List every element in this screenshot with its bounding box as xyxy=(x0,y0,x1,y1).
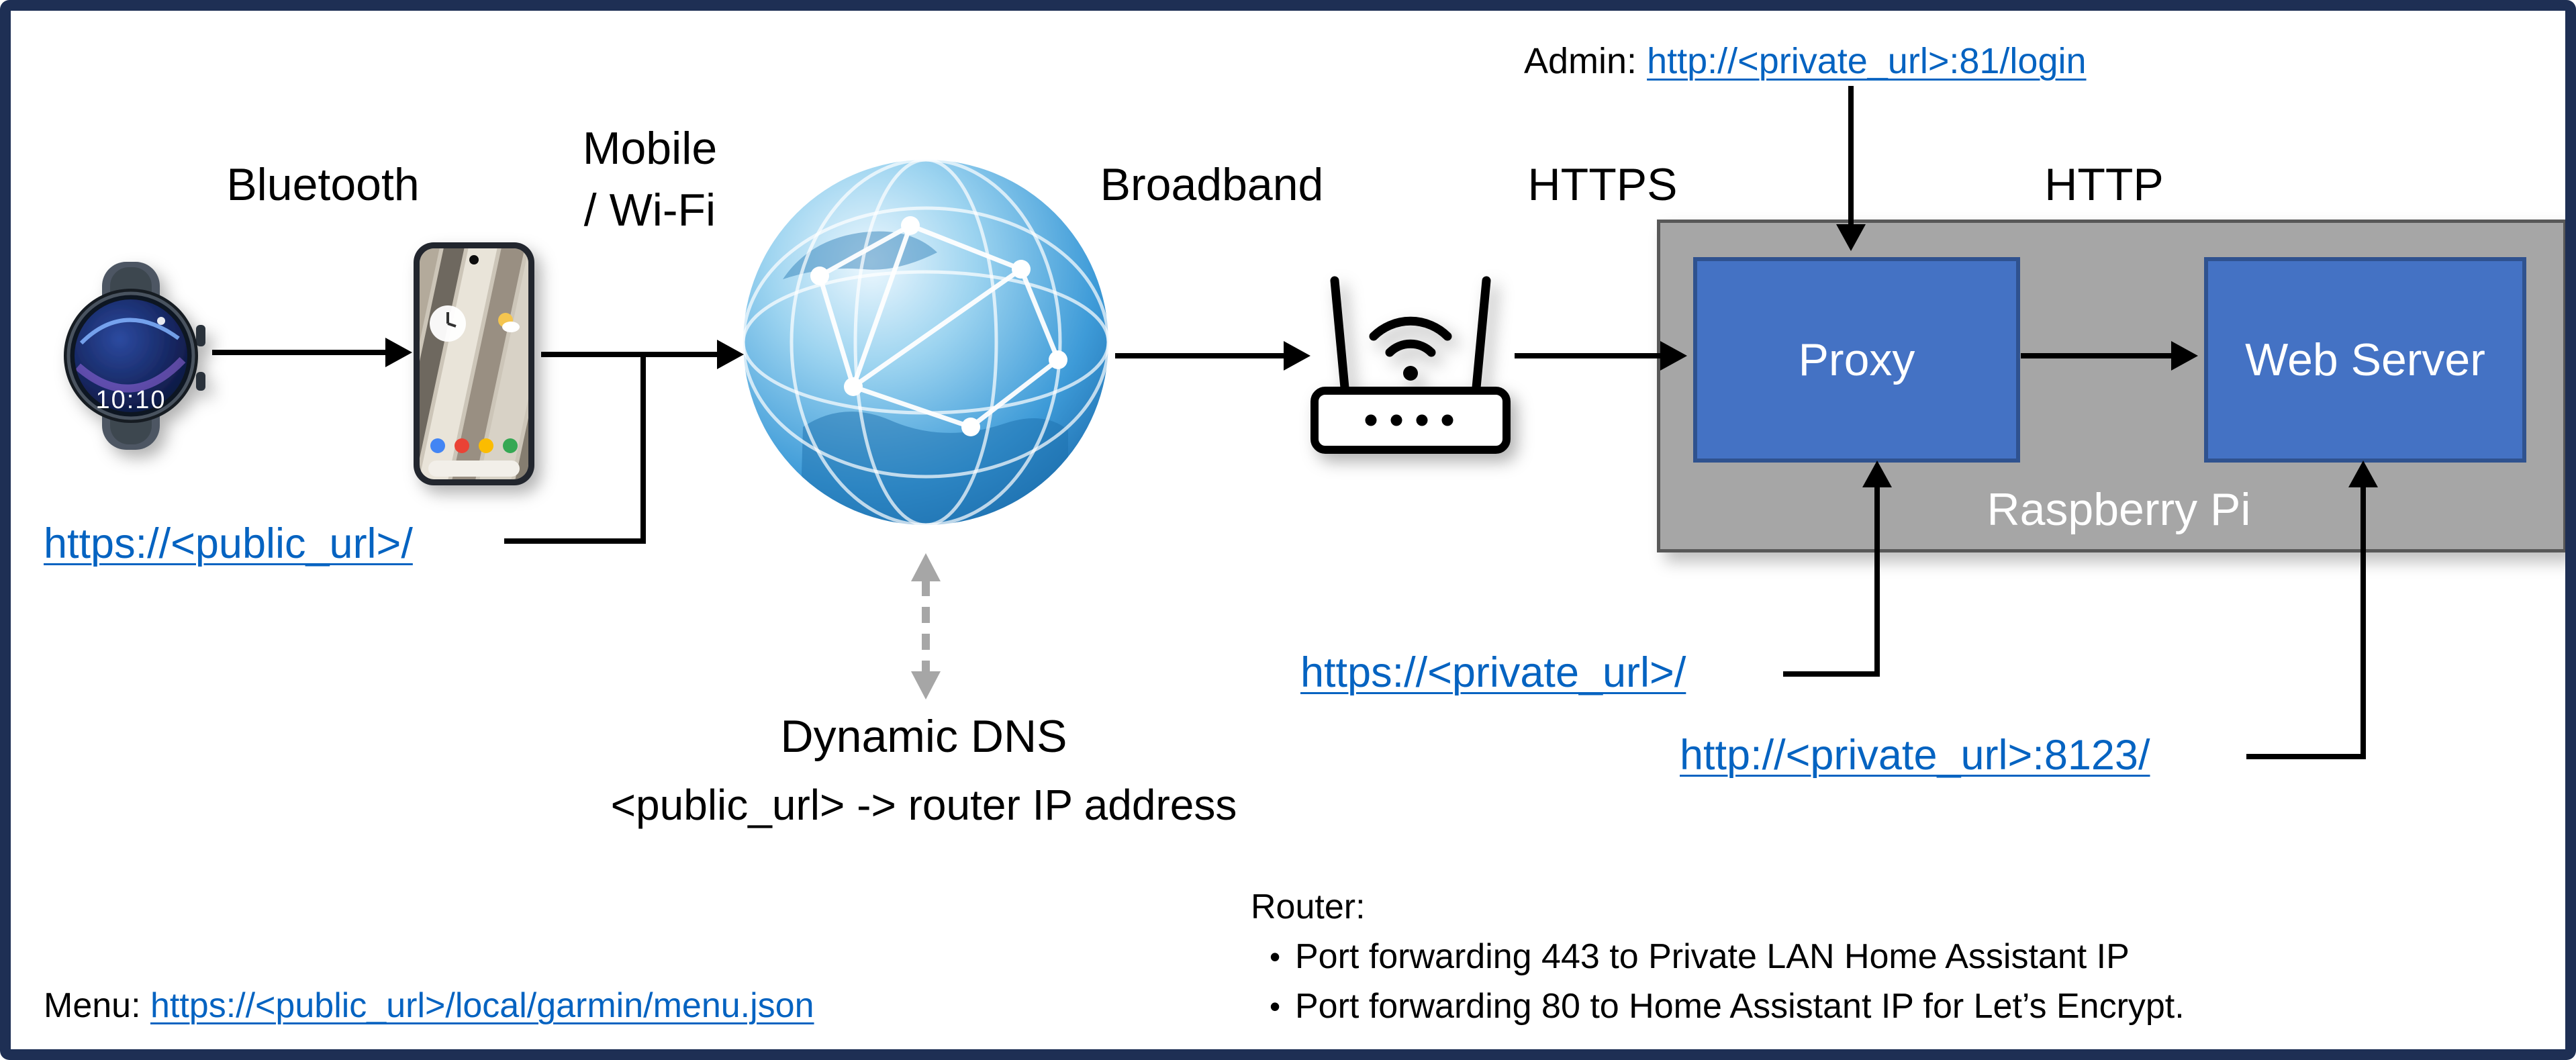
raspberry-pi-group: Proxy Web Server Raspberry Pi xyxy=(1657,220,2565,552)
router-note-text-1: Port forwarding 443 to Private LAN Home … xyxy=(1295,937,2130,976)
https-label: HTTPS xyxy=(1527,159,1678,210)
app-dock-icons xyxy=(430,438,518,453)
web-server-node: Web Server xyxy=(2204,257,2526,463)
arrow-phone-to-internet xyxy=(504,340,744,544)
antenna-right xyxy=(1471,276,1491,399)
private-url-8123-link[interactable]: http://<private_url>:8123/ xyxy=(1680,732,2150,779)
watch-time: 10:10 xyxy=(95,386,166,414)
bullet-icon: • xyxy=(1270,939,1281,974)
clock-widget-icon xyxy=(430,305,466,342)
internet-globe-icon xyxy=(741,158,1110,527)
smartwatch-icon: 10:10 xyxy=(64,262,205,450)
private-url-8123-row: http://<private_url>:8123/ xyxy=(1680,731,2150,779)
menu-url-link[interactable]: https://<public_url>/local/garmin/menu.j… xyxy=(150,986,814,1025)
proxy-node: Proxy xyxy=(1693,257,2020,463)
public-url-link[interactable]: https://<public_url>/ xyxy=(44,520,413,567)
camera-dot-icon xyxy=(469,255,479,264)
private-url-link[interactable]: https://<private_url>/ xyxy=(1300,649,1686,696)
weather-widget-icon xyxy=(498,313,520,332)
admin-login-link[interactable]: http://<private_url>:81/login xyxy=(1647,41,2087,81)
wifi-signal-icon xyxy=(1369,316,1452,381)
arrow-internet-to-router xyxy=(1115,341,1310,371)
smartphone-icon xyxy=(414,242,534,485)
admin-url-row: Admin: http://<private_url>:81/login xyxy=(1524,40,2087,82)
bluetooth-label: Bluetooth xyxy=(226,159,420,210)
proxy-label: Proxy xyxy=(1798,334,1915,385)
admin-prefix: Admin: xyxy=(1524,41,1648,81)
router-note-text-2: Port forwarding 80 to Home Assistant IP … xyxy=(1295,987,2185,1026)
private-url-row: https://<private_url>/ xyxy=(1300,648,1686,697)
public-url-row: https://<public_url>/ xyxy=(44,520,413,568)
dynamic-dns-mapping: <public_url> -> router IP address xyxy=(610,781,1237,829)
broadband-label: Broadband xyxy=(1100,159,1324,210)
router-notes-title: Router: xyxy=(1251,887,1366,926)
router-icon xyxy=(1310,276,1511,454)
menu-url-row: Menu: https://<public_url>/local/garmin/… xyxy=(44,985,814,1026)
web-server-label: Web Server xyxy=(2245,334,2485,385)
router-note-item-1: • Port forwarding 443 to Private LAN Hom… xyxy=(1251,932,2185,981)
router-note-item-2: • Port forwarding 80 to Home Assistant I… xyxy=(1251,981,2185,1031)
router-notes: Router: • Port forwarding 443 to Private… xyxy=(1251,882,2185,1031)
dynamic-dns-title: Dynamic DNS xyxy=(780,711,1067,762)
antenna-left xyxy=(1330,276,1350,399)
bullet-icon: • xyxy=(1270,989,1281,1024)
search-pill xyxy=(428,461,520,477)
mobile-wifi-label: Mobile / Wi-Fi xyxy=(582,123,718,236)
raspberry-pi-label: Raspberry Pi xyxy=(1987,484,2251,535)
http-label: HTTP xyxy=(2044,159,2164,210)
arrow-watch-to-phone xyxy=(212,338,412,367)
dashed-arrow-dns xyxy=(911,553,941,700)
menu-prefix: Menu: xyxy=(44,986,150,1025)
